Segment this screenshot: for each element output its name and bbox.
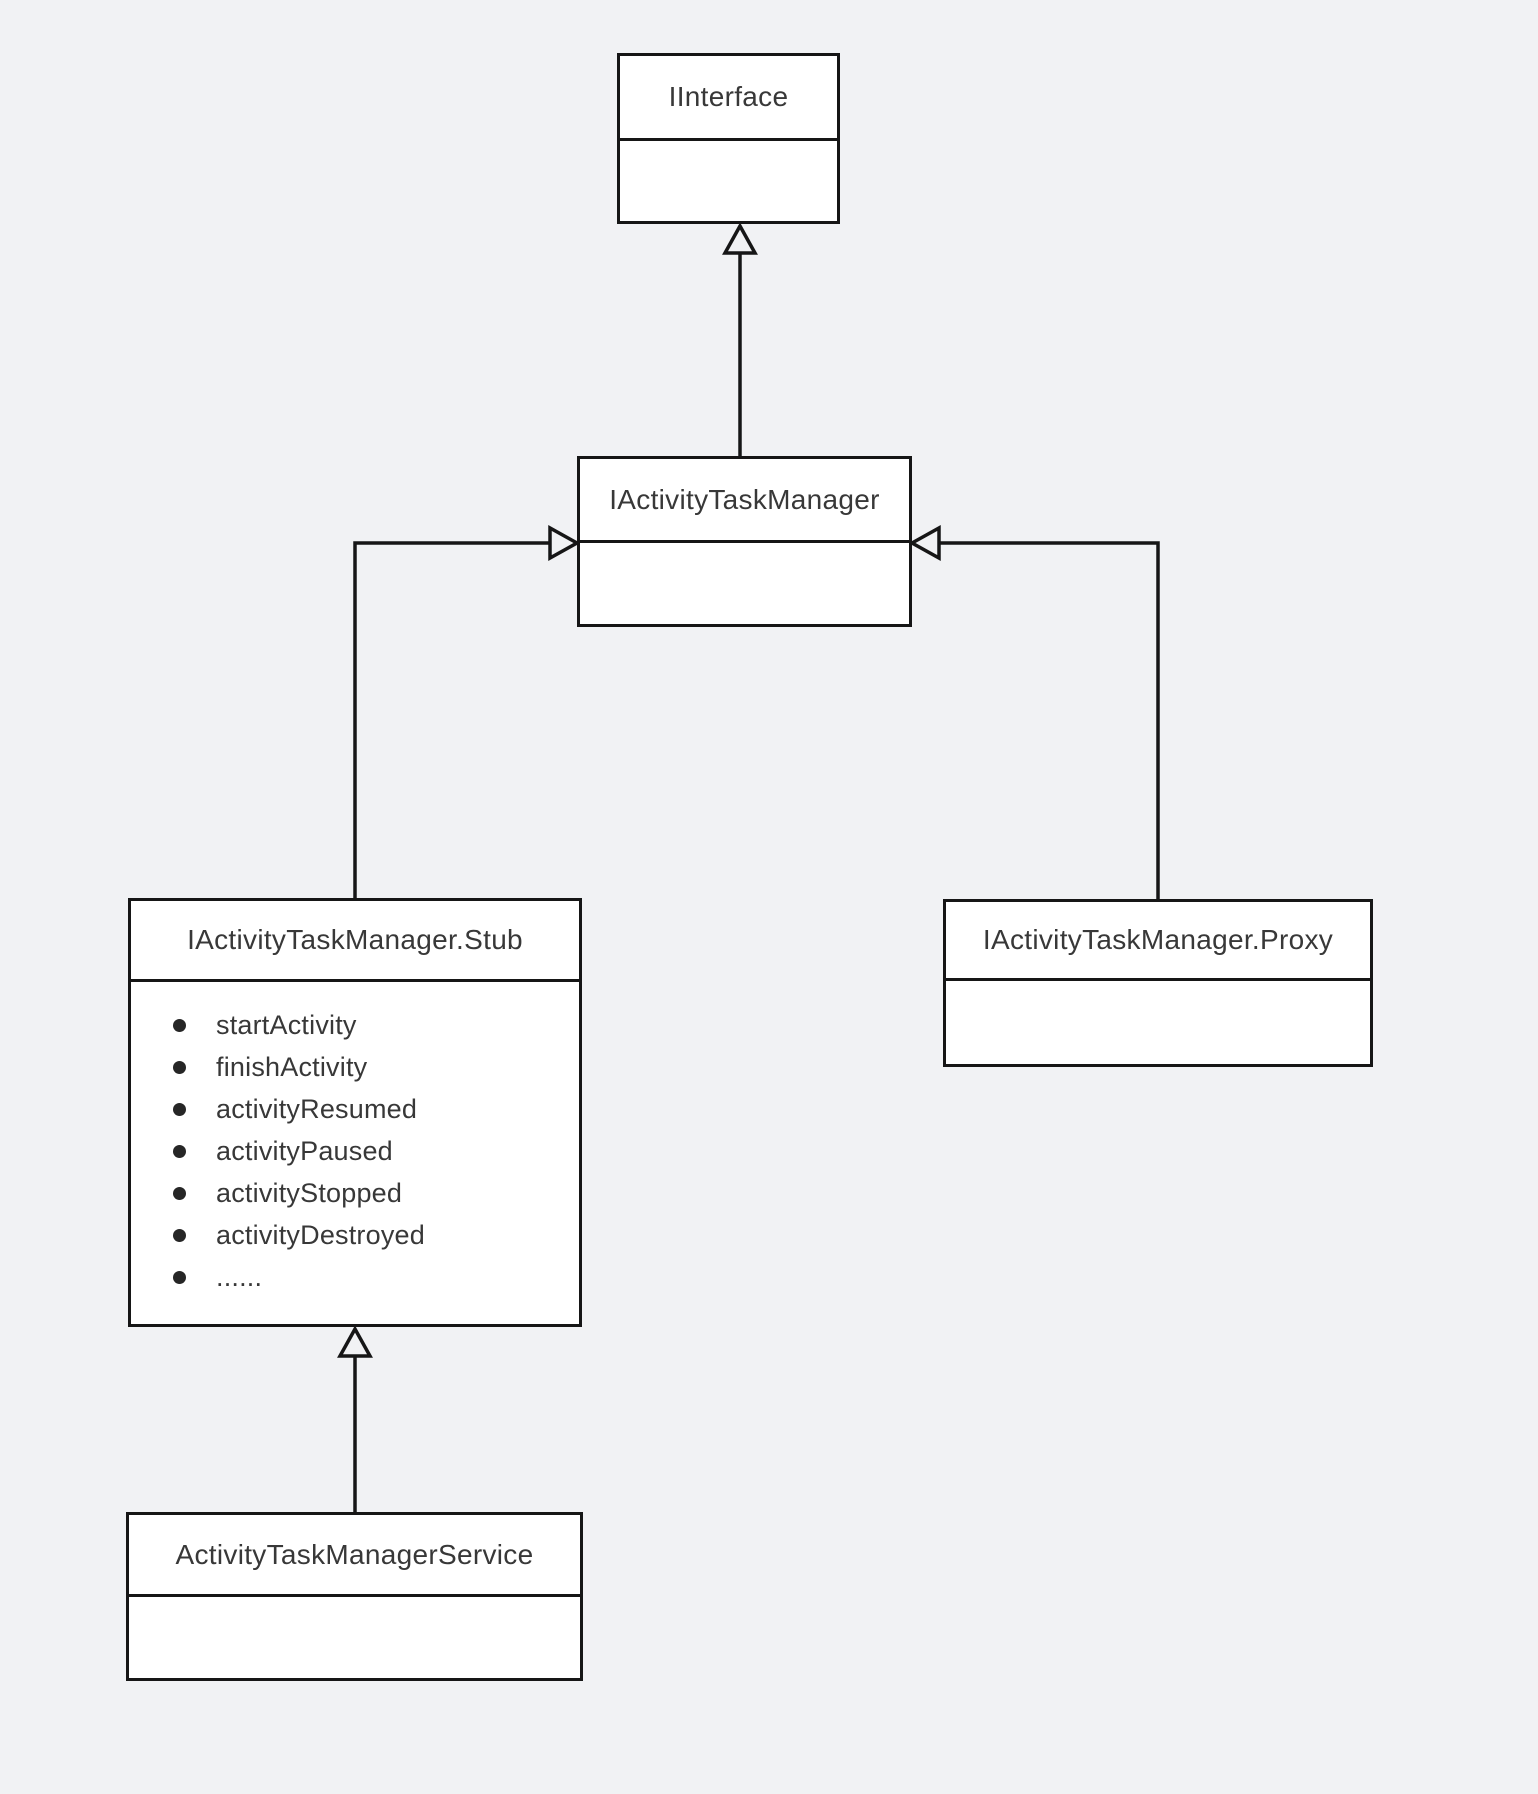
method-item: startActivity [131, 1004, 579, 1046]
class-box-iinterface: IInterface [617, 53, 840, 224]
method-item: activityPaused [131, 1130, 579, 1172]
class-title: IActivityTaskManager.Proxy [946, 902, 1370, 981]
hollow-triangle-arrowhead [548, 525, 581, 561]
class-title: IActivityTaskManager [580, 459, 909, 543]
generalization-arrow-manager-to-iinterface [722, 222, 758, 456]
class-methods-compartment: startActivity finishActivity activityRes… [131, 982, 579, 1324]
method-item: finishActivity [131, 1046, 579, 1088]
class-title: ActivityTaskManagerService [129, 1515, 580, 1597]
hollow-triangle-arrowhead [722, 222, 758, 255]
method-item: activityDestroyed [131, 1214, 579, 1256]
method-item: activityStopped [131, 1172, 579, 1214]
class-box-iactivitytaskmanager-stub: IActivityTaskManager.Stub startActivity … [128, 898, 582, 1327]
hollow-triangle-arrowhead [337, 1325, 373, 1358]
class-title: IInterface [620, 56, 837, 141]
hollow-triangle-arrowhead [908, 525, 941, 561]
class-empty-compartment [580, 543, 909, 624]
method-list: startActivity finishActivity activityRes… [131, 982, 579, 1298]
method-item: ...... [131, 1256, 579, 1298]
class-empty-compartment [129, 1597, 580, 1678]
class-box-iactivitytaskmanager: IActivityTaskManager [577, 456, 912, 627]
generalization-arrow-service-to-stub [337, 1325, 373, 1512]
method-item: activityResumed [131, 1088, 579, 1130]
generalization-arrow-stub-to-manager [353, 525, 581, 898]
class-box-iactivitytaskmanager-proxy: IActivityTaskManager.Proxy [943, 899, 1373, 1067]
generalization-arrow-proxy-to-manager [908, 525, 1160, 899]
class-title: IActivityTaskManager.Stub [131, 901, 579, 982]
class-empty-compartment [946, 981, 1370, 1064]
class-box-activitytaskmanagerservice: ActivityTaskManagerService [126, 1512, 583, 1681]
class-empty-compartment [620, 141, 837, 221]
